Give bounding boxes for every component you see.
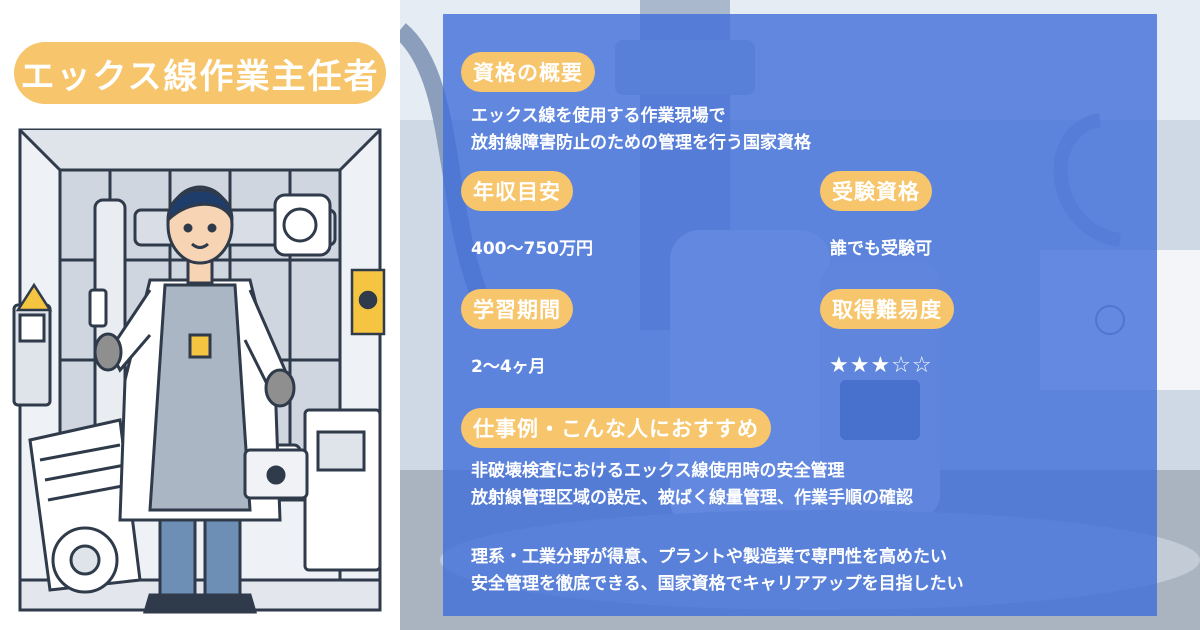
- technician-illustration: [12, 128, 386, 614]
- job-line-2: 放射線管理区域の設定、被ばく線量管理、作業手順の確認: [471, 488, 913, 508]
- income-label: 年収目安: [461, 171, 573, 211]
- overview-line-1: エックス線を使用する作業現場で: [471, 106, 726, 126]
- difficulty-stars: ★★★☆☆: [829, 353, 933, 378]
- page-title: エックス線作業主任者: [14, 42, 386, 104]
- job-line-4: 安全管理を徹底できる、国家資格でキャリアアップを目指したい: [471, 574, 964, 594]
- job-line-3: 理系・工業分野が得意、プラントや製造業で専門性を高めたい: [471, 547, 947, 567]
- study-period-value: 2～4ヶ月: [471, 357, 546, 377]
- overview-label: 資格の概要: [461, 52, 595, 92]
- income-value: 400～750万円: [471, 239, 593, 259]
- overview-line-2: 放射線障害防止のための管理を行う国家資格: [471, 133, 811, 153]
- eligibility-label: 受験資格: [820, 171, 932, 211]
- job-line-1: 非破壊検査におけるエックス線使用時の安全管理: [471, 461, 845, 481]
- jobs-label: 仕事例・こんな人におすすめ: [461, 408, 771, 448]
- difficulty-label: 取得難易度: [820, 289, 954, 329]
- illustration-panel: エックス線作業主任者: [0, 0, 400, 630]
- study-period-label: 学習期間: [461, 289, 573, 329]
- eligibility-value: 誰でも受験可: [830, 239, 932, 259]
